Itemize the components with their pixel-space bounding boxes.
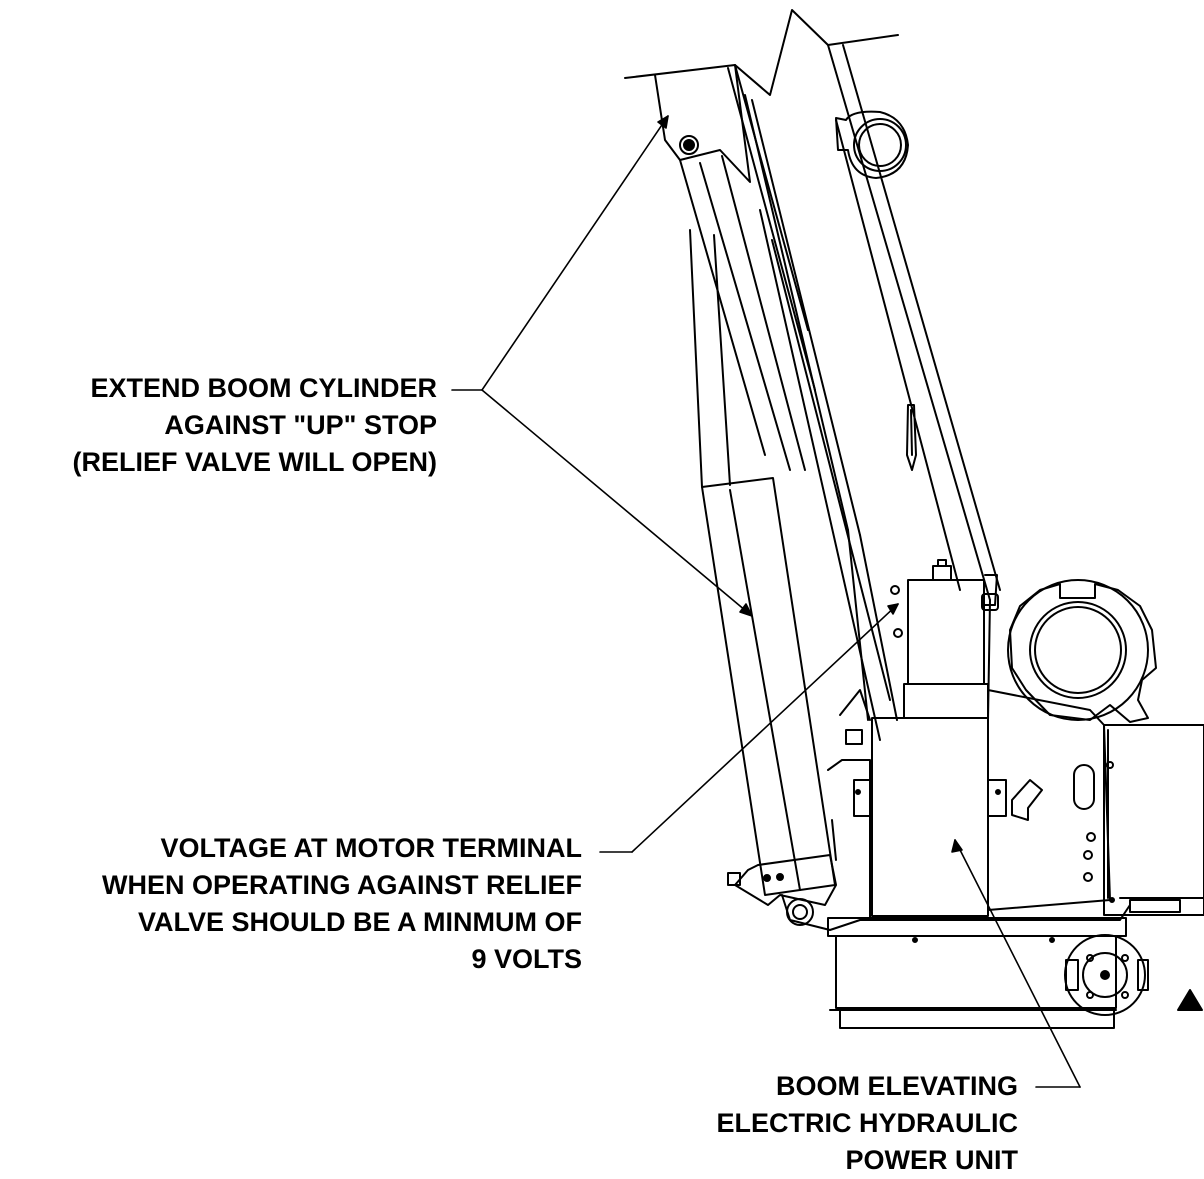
boom-break-line bbox=[624, 9, 899, 96]
motor-terminal bbox=[907, 579, 985, 685]
gear-motor bbox=[1064, 934, 1149, 1016]
lifting-ring bbox=[835, 110, 909, 179]
control-box bbox=[1103, 724, 1204, 916]
callout-line: ELECTRIC HYDRAULIC bbox=[716, 1108, 1019, 1138]
boom-pivot-pin bbox=[679, 135, 699, 155]
callout-power-unit: BOOM ELEVATING ELECTRIC HYDRAULIC POWER … bbox=[717, 1068, 1019, 1179]
drive-motor bbox=[987, 579, 1204, 1016]
callout-line: BOOM ELEVATING bbox=[776, 1071, 1018, 1101]
callout-line: (RELIEF VALVE WILL OPEN) bbox=[72, 447, 438, 477]
leader-lines bbox=[451, 115, 1081, 1088]
turret-base bbox=[781, 689, 1131, 1029]
callout-motor-terminal-voltage: VOLTAGE AT MOTOR TERMINAL WHEN OPERATING… bbox=[102, 830, 582, 978]
callout-line: POWER UNIT bbox=[845, 1145, 1019, 1175]
boom-arm bbox=[624, 9, 1001, 741]
callout-line: VALVE SHOULD BE A MINMUM OF bbox=[138, 907, 582, 937]
callout-extend-boom-cylinder: EXTEND BOOM CYLINDER AGAINST "UP" STOP (… bbox=[73, 370, 438, 481]
up-arrow-marker bbox=[1177, 989, 1203, 1011]
motor-body bbox=[871, 717, 989, 917]
callout-line: 9 VOLTS bbox=[471, 944, 582, 974]
callout-line: VOLTAGE AT MOTOR TERMINAL bbox=[160, 833, 582, 863]
callout-line: EXTEND BOOM CYLINDER bbox=[90, 373, 437, 403]
callout-line: AGAINST "UP" STOP bbox=[164, 410, 437, 440]
callout-line: WHEN OPERATING AGAINST RELIEF bbox=[101, 870, 582, 900]
boom-cylinder bbox=[689, 229, 837, 906]
hydraulic-power-unit bbox=[853, 559, 1007, 917]
